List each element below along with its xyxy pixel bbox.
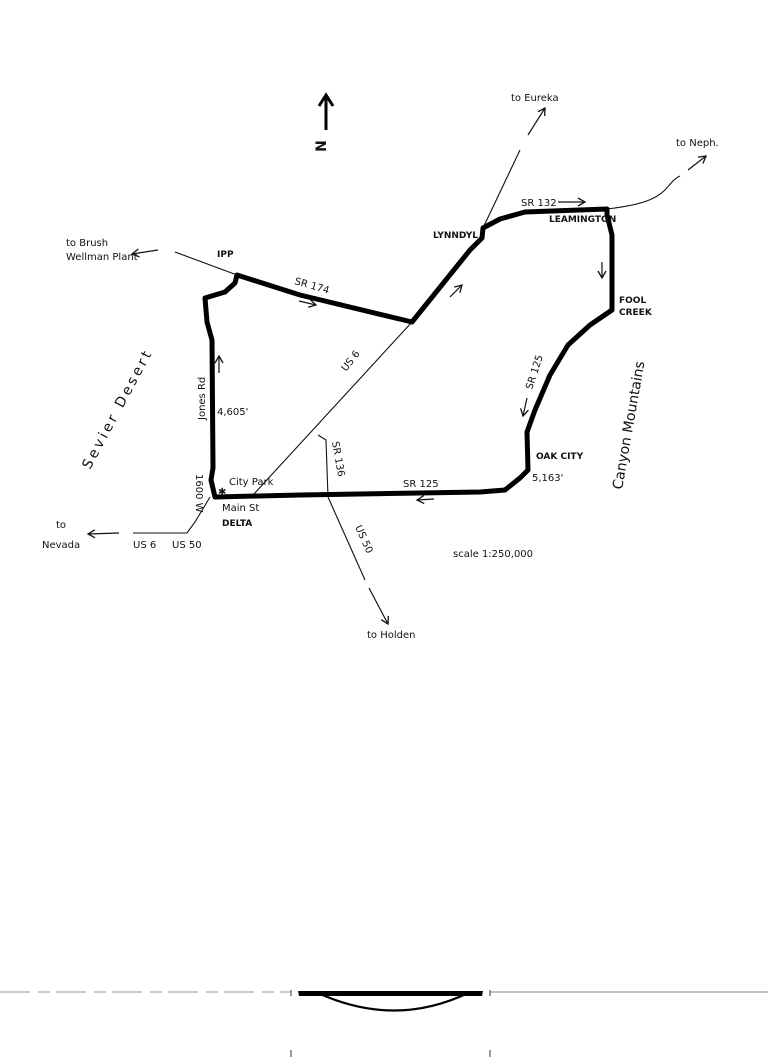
label-sevier-desert: Sevier Desert <box>79 346 156 472</box>
road-to-brush-wellman <box>174 251 238 276</box>
arrow-to-brush <box>130 248 159 258</box>
city-park-star-icon: ✱ <box>218 487 226 498</box>
loop-route <box>202 206 615 500</box>
label-to-holden: to Holden <box>367 630 415 641</box>
arrow-to-eureka <box>527 106 546 136</box>
label-to-brush-2: Wellman Plant <box>66 252 138 263</box>
road-us50-south <box>327 496 366 581</box>
label-sr132: SR 132 <box>521 198 557 209</box>
label-oak-city: OAK CITY <box>536 452 584 462</box>
label-to-nephi: to Neph. <box>676 138 719 149</box>
label-delta-elevation: 4,605' <box>217 407 248 418</box>
direction-arrow-icon <box>415 495 435 505</box>
label-leamington: LEAMINGTON <box>549 215 616 225</box>
direction-arrow-icon <box>298 299 318 308</box>
label-sr125-south: SR 125 <box>403 479 439 490</box>
label-delta: DELTA <box>222 519 252 529</box>
label-lynndyl: LYNNDYL <box>433 231 478 241</box>
direction-arrow-icon <box>449 284 463 298</box>
arrow-to-holden <box>368 587 389 626</box>
label-main-st: Main St <box>222 503 259 514</box>
road-sr136 <box>317 434 329 498</box>
label-canyon-mountains: Canyon Mountains <box>610 360 648 491</box>
label-city-park: City Park <box>229 477 274 488</box>
road-us6-diagonal <box>252 321 413 496</box>
label-fool-creek-1: FOOL <box>619 296 646 306</box>
label-us6-diagonal: US 6 <box>340 349 363 374</box>
label-fool-creek-2: CREEK <box>619 308 653 318</box>
arrow-to-nephi <box>687 155 708 171</box>
label-sr136: SR 136 <box>329 441 346 478</box>
label-us6-west: US 6 <box>133 540 156 551</box>
road-us6-us50-west <box>133 496 211 534</box>
road-to-nephi <box>606 175 681 210</box>
label-scale: scale 1:250,000 <box>453 549 533 560</box>
label-us50-west: US 50 <box>172 540 202 551</box>
label-1600w: 1600 W <box>193 474 204 513</box>
page-edge-mark <box>0 990 768 1057</box>
label-to-eureka: to Eureka <box>511 93 559 104</box>
label-to-brush-1: to Brush <box>66 238 108 249</box>
label-jones-rd: Jones Rd <box>197 377 208 421</box>
label-oak-city-elevation: 5,163' <box>532 473 563 484</box>
label-to-nevada-2: Nevada <box>42 540 80 551</box>
label-ipp: IPP <box>217 250 234 260</box>
label-sr125-east: SR 125 <box>524 354 545 391</box>
arrow-to-nevada <box>86 529 120 539</box>
north-arrow-icon <box>317 92 335 130</box>
direction-arrow-icon <box>519 397 529 418</box>
label-us50: US 50 <box>352 524 374 555</box>
label-to-nevada-1: to <box>56 520 66 531</box>
road-to-eureka <box>482 149 521 229</box>
north-label: N <box>314 140 330 152</box>
